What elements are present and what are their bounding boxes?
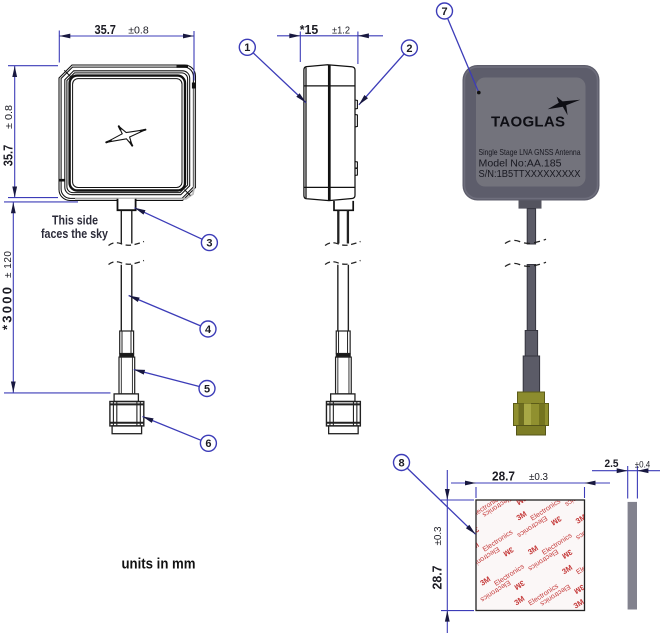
svg-text:5: 5 (204, 383, 210, 395)
svg-text:±1.2: ±1.2 (332, 26, 350, 37)
svg-text:1: 1 (244, 42, 250, 54)
svg-text:3M: 3M (574, 512, 588, 525)
svg-text:3: 3 (206, 238, 212, 250)
svg-text:35.7: 35.7 (94, 22, 116, 37)
svg-text:3M: 3M (515, 494, 529, 507)
svg-text:± 0.8: ± 0.8 (4, 105, 15, 129)
svg-text:*3000: *3000 (0, 287, 15, 330)
svg-text:3M: 3M (467, 540, 481, 553)
svg-text:3M: 3M (572, 597, 586, 610)
svg-text:35.7: 35.7 (1, 145, 16, 167)
svg-text:28.7: 28.7 (430, 566, 445, 590)
svg-text:Electronics: Electronics (563, 483, 596, 508)
svg-text:4: 4 (205, 324, 212, 336)
svg-text:7: 7 (441, 6, 447, 18)
svg-text:Model No:AA.185: Model No:AA.185 (479, 159, 562, 170)
svg-text:This side: This side (52, 214, 98, 228)
svg-text:*15: *15 (300, 22, 319, 37)
svg-text:TAOGLAS: TAOGLAS (491, 114, 566, 131)
svg-text:3M: 3M (467, 525, 481, 538)
svg-text:± 120: ± 120 (3, 251, 14, 278)
svg-text:±0.3: ±0.3 (529, 472, 548, 483)
svg-text:3M: 3M (572, 583, 586, 596)
svg-text:±0.8: ±0.8 (128, 26, 149, 37)
svg-text:6: 6 (205, 438, 211, 450)
svg-text:±0.4: ±0.4 (635, 459, 651, 469)
svg-text:2.5: 2.5 (605, 458, 619, 470)
svg-text:faces the sky: faces the sky (41, 227, 108, 241)
svg-text:2: 2 (406, 43, 412, 55)
svg-text:28.7: 28.7 (492, 469, 515, 484)
svg-text:units in mm: units in mm (122, 556, 196, 573)
svg-text:8: 8 (398, 457, 404, 469)
svg-text:Single Stage LNA GNSS Antenna: Single Stage LNA GNSS Antenna (479, 148, 581, 157)
svg-text:±0.3: ±0.3 (433, 526, 444, 545)
svg-text:S/N:1B5TTXXXXXXXXX: S/N:1B5TTXXXXXXXXX (479, 169, 581, 180)
